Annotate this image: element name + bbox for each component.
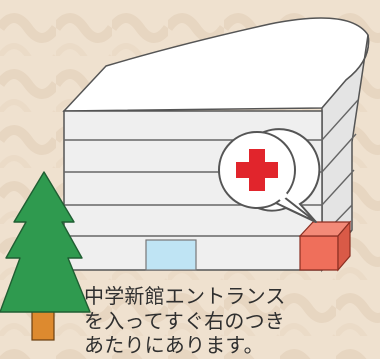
- red-cross-bubble: [218, 128, 321, 223]
- caption-line-1: 中学新館エントランス: [84, 284, 286, 308]
- caption-line-3: あたりにあります。: [84, 333, 264, 357]
- red-cross-icon: [236, 149, 278, 191]
- building-side: [321, 34, 370, 273]
- caption-line-2: を入ってすぐ右のつき: [84, 308, 285, 333]
- tree-icon: [0, 171, 91, 341]
- side-floor-line: [321, 169, 355, 206]
- side-floor-line: [321, 133, 357, 173]
- location-box-icon: [298, 220, 352, 272]
- entrance-window: [145, 239, 197, 271]
- location-caption: 中学新館エントランス を入ってすぐ右のつき あたりにあります。: [84, 284, 376, 358]
- side-floor-line: [321, 99, 359, 141]
